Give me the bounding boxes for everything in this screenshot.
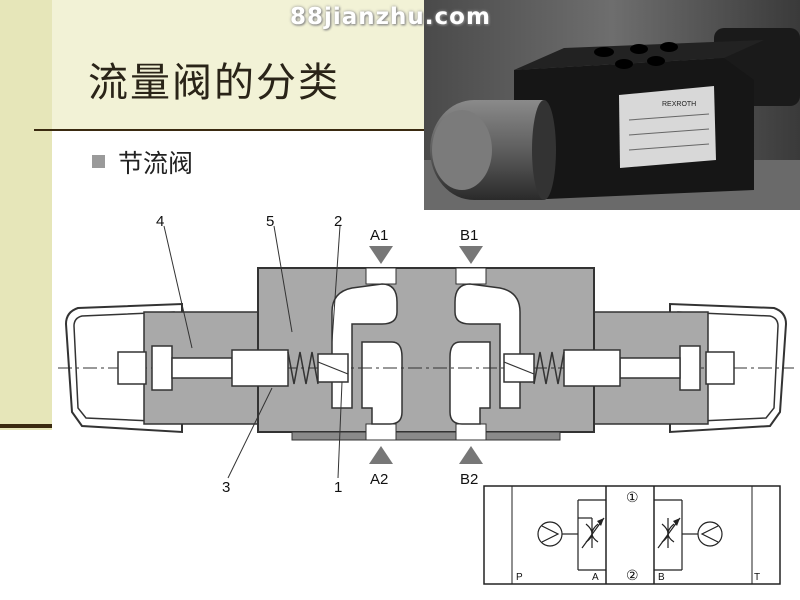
slide-title: 流量阀的分类 (88, 60, 340, 106)
symbol-port-b: B (658, 572, 665, 583)
hydraulic-symbol: ① ② P A B T (482, 484, 784, 588)
throttle-valve-section: 4 5 2 A1 B1 3 1 A2 B2 (52, 212, 800, 498)
photo-plate-text: REXROTH (662, 101, 696, 108)
side-accent-line (0, 424, 52, 428)
port-label-a2: A2 (370, 471, 388, 488)
symbol-port-t: T (754, 572, 760, 583)
site-watermark: 88jianzhu.com (290, 4, 491, 30)
symbol-circle-2: ② (626, 567, 639, 583)
valve-photo: REXROTH (424, 0, 800, 210)
callout-label-3: 3 (222, 479, 230, 496)
symbol-port-a: A (592, 572, 599, 583)
callout-label-5: 5 (266, 213, 274, 230)
port-label-a1: A1 (370, 227, 388, 244)
port-label-b2: B2 (460, 471, 478, 488)
bullet-square-icon (92, 155, 105, 168)
callout-label-4: 4 (156, 213, 164, 230)
symbol-port-p: P (516, 572, 523, 583)
symbol-drawing: ① ② P A B T (483, 485, 781, 585)
callout-label-2: 2 (334, 213, 342, 230)
callout-label-1: 1 (334, 479, 342, 496)
section-drawing: 4 5 2 A1 B1 3 1 A2 B2 (58, 213, 794, 496)
valve-photo-drawing: REXROTH (424, 0, 800, 210)
bullet-text: 节流阀 (118, 149, 194, 178)
port-label-b1: B1 (460, 227, 478, 244)
symbol-circle-1: ① (626, 489, 639, 505)
slide-side-bar (0, 0, 52, 430)
slide-title-band (52, 0, 424, 130)
title-underline (34, 129, 424, 131)
